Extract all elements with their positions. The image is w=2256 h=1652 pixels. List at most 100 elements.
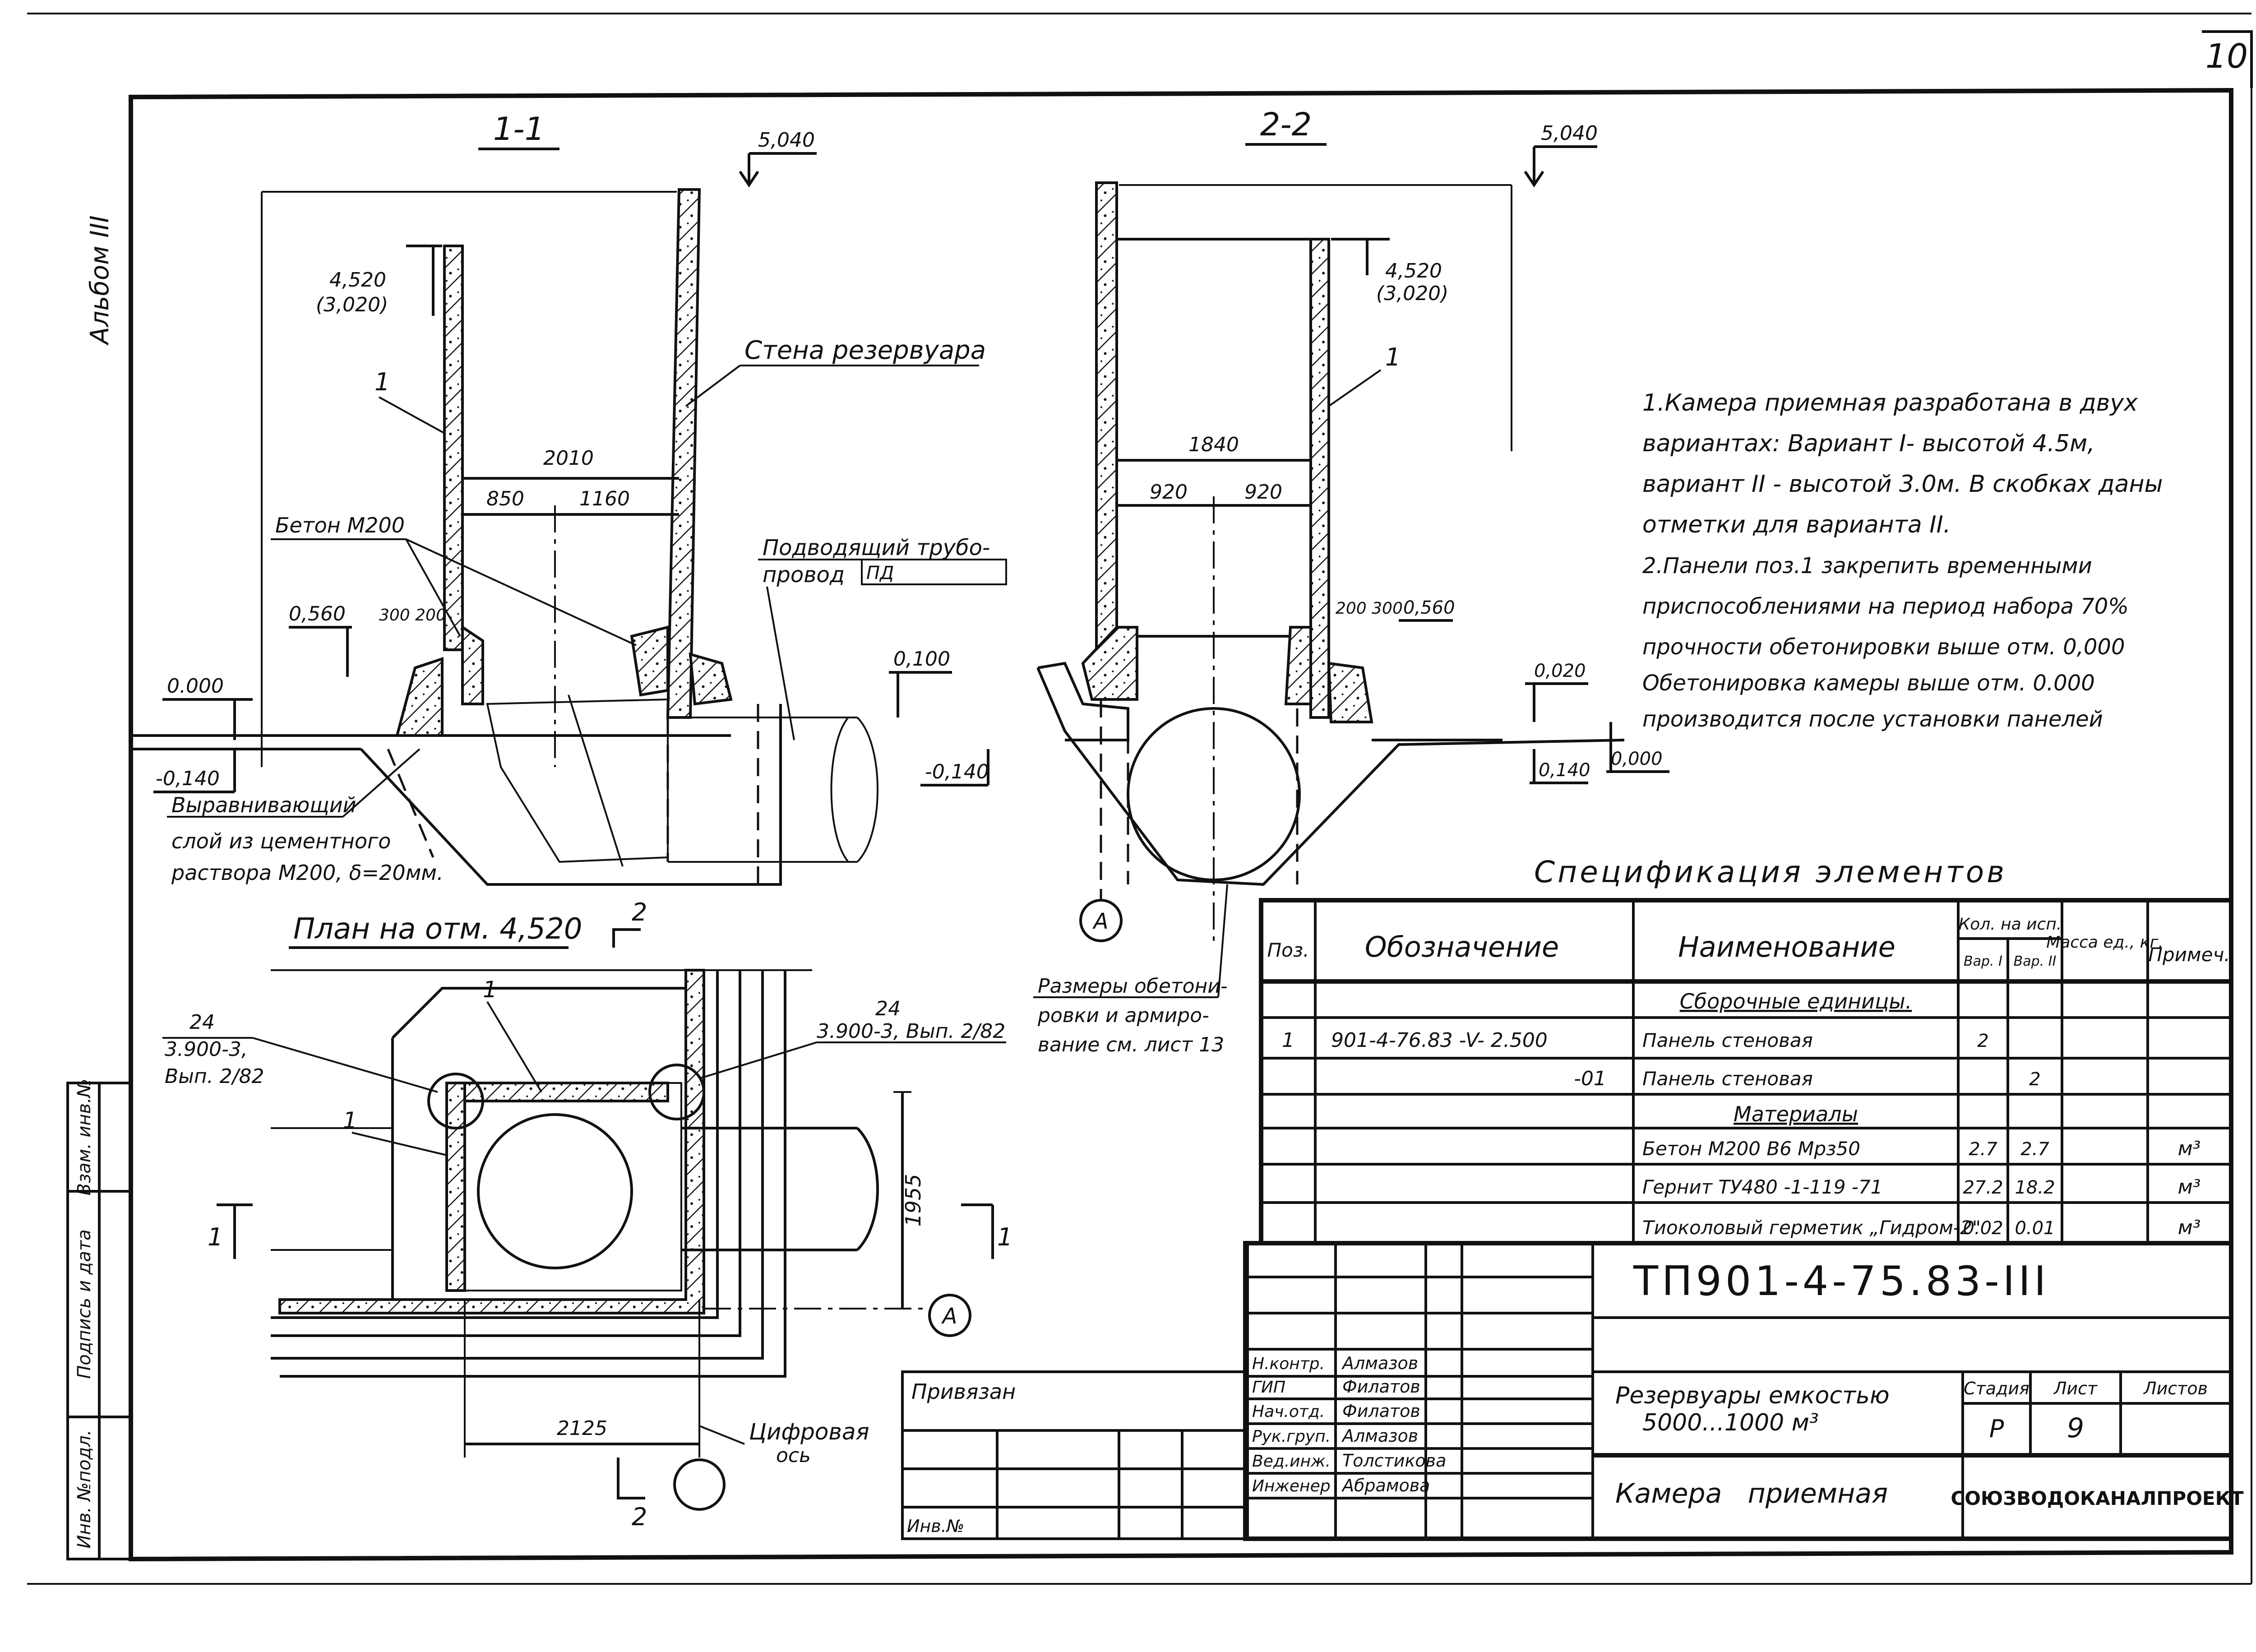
sec2-axis-mark: А [1092, 909, 1109, 934]
sec2-panel-num: 1 [1385, 343, 1401, 371]
sec1-panel-num: 1 [374, 368, 390, 396]
plan-cut-1-left: 1 [208, 1223, 223, 1251]
plan-digital-axis-2: ось [776, 1444, 811, 1467]
general-notes: 1.Камера приемная разработана в двух вар… [1642, 389, 2163, 732]
sec1-dim-right: 1160 [579, 487, 630, 510]
sec1-elev-0100: 0,100 [893, 648, 950, 671]
spec-row-designation: 901-4-76.83 -V- 2.500 [1331, 1029, 1548, 1052]
plan-ref-left-2: Вып. 2/82 [165, 1065, 264, 1088]
spec-row-var2: 0.01 [2015, 1218, 2055, 1239]
spec-hdr-var2: Вар. II [2014, 953, 2057, 969]
spec-row-name: Бетон М200 В6 Мрз50 [1642, 1138, 1860, 1160]
sec1-elev-variant-alt: (3,020) [316, 293, 388, 316]
spec-hdr-pos: Поз. [1267, 939, 1309, 961]
tb-role: Инженер [1252, 1477, 1331, 1495]
spec-row-designation: -01 [1574, 1067, 1606, 1090]
spec-table: Спецификация элементов Поз. Обозначение … [1259, 855, 2233, 1245]
plan-view: План на отм. 4,520 2 1 1 24 3.900-3, [162, 898, 1012, 1531]
note-line-6: приспособлениями на период набора 70% [1642, 594, 2129, 619]
spec-row-name: Панель стеновая [1642, 1068, 1813, 1090]
spec-row-name: Панель стеновая [1642, 1029, 1813, 1051]
tb-role-name: Алмазов [1341, 1353, 1418, 1373]
tb-inv-no: Инв.№ [907, 1516, 964, 1536]
spec-hdr-qty: Кол. на исп. [1959, 915, 2062, 934]
plan-cut-mark-bottom: 2 [632, 1503, 647, 1531]
tb-bound: Привязан [911, 1379, 1016, 1404]
plan-title: План на отм. 4,520 [293, 912, 582, 946]
stamp-inv-orig: Инв. №подл. [74, 1430, 95, 1548]
plan-panel-1b: 1 [343, 1107, 357, 1134]
spec-row-var1: 2 [1977, 1031, 1988, 1051]
spec-rows: Сборочные единицы. 1 901-4-76.83 -V- 2.500… [1282, 989, 2201, 1239]
inlet-pipe-elbow [486, 698, 669, 863]
spec-row-note: м³ [2178, 1216, 2201, 1239]
sec2-panel-right [1309, 238, 1330, 719]
plan-panel-left [445, 1082, 466, 1292]
tb-role: ГИП [1252, 1378, 1285, 1397]
spec-hdr-name: Наименование [1678, 930, 1895, 963]
sec2-elev-0140: 0,140 [1539, 760, 1590, 781]
title-block: Привязан Инв.№ ТП901-4-75.83-III Н.контр… [901, 1241, 2244, 1541]
sec2-note-3: вание см. лист 13 [1038, 1033, 1224, 1056]
spec-row-note: м³ [2178, 1175, 2201, 1199]
spec-row-var1: 2.7 [1969, 1139, 1997, 1160]
note-line-4: отметки для варианта II. [1642, 511, 1951, 538]
spec-row-note: м³ [2178, 1137, 2201, 1160]
note-line-5: 2.Панели поз.1 закрепить временными [1642, 553, 2092, 578]
tb-role-name: Абрамова [1341, 1476, 1430, 1495]
tb-sheet-hdr: Лист [2053, 1379, 2098, 1398]
sec2-elev-0000: 0,000 [1611, 749, 1663, 769]
sec2-haunch-right [1284, 626, 1312, 705]
wall-panel-left [443, 245, 464, 651]
spec-hdr-mass: Масса ед., кг. [2046, 933, 2164, 952]
sec2-dim-200-300: 200 300 [1336, 599, 1403, 618]
tb-sheets-hdr: Листов [2143, 1379, 2208, 1398]
sec1-pipe-label-1: Подводящий трубо- [763, 535, 990, 560]
sec2-elev-variant: 4,520 [1385, 259, 1442, 282]
tb-doc-code: ТП901-4-75.83-III [1633, 1258, 2049, 1305]
plan-axis-mark: А [941, 1304, 957, 1329]
tb-role-name: Алмазов [1341, 1426, 1418, 1446]
spec-row-var2: 2.7 [2020, 1139, 2049, 1160]
spec-row-var1: 0.02 [1963, 1218, 2003, 1239]
spec-row-name: Гернит ТУ480 -1-119 -71 [1642, 1176, 1882, 1198]
sec2-wall-left [1095, 181, 1118, 696]
album-label: Альбом III [85, 215, 115, 346]
sec1-level-layer-2: слой из цементного [171, 829, 391, 853]
plan-dim-2125: 2125 [557, 1417, 607, 1440]
note-line-9: производится после установки панелей [1642, 707, 2103, 732]
side-stamp [66, 1082, 132, 1560]
sec2-dim-width: 1840 [1188, 433, 1239, 456]
plan-panel-1a: 1 [483, 976, 497, 1003]
note-line-7: прочности обетонировки выше отм. 0,000 [1642, 634, 2125, 660]
tb-role-name: Филатов [1342, 1377, 1420, 1397]
plan-panel-top [463, 1082, 669, 1102]
plan-dim-1955: 1955 [901, 1174, 925, 1226]
spec-row-var2: 18.2 [2015, 1177, 2055, 1198]
tb-role-name: Толстикова [1342, 1451, 1446, 1471]
sec1-pipe-label-2: провод [763, 562, 845, 588]
spec-row-pos: 1 [1282, 1029, 1294, 1052]
sec1-elev-top: 5,040 [758, 129, 815, 152]
plan-ref-right-num: 24 [875, 997, 901, 1020]
sec1-level-layer-3: раствора М200, δ=20мм. [171, 861, 444, 885]
stamp-sign-date: Подпись и дата [74, 1229, 95, 1379]
sheet-number: 10 [2205, 37, 2248, 76]
spec-row-name: Сборочные единицы. [1680, 989, 1912, 1013]
note-line-1: 1.Камера приемная разработана в двух [1642, 389, 2138, 416]
spec-hdr-note: Примеч. [2148, 944, 2230, 966]
tb-sheet: 9 [2067, 1412, 2084, 1444]
concrete-haunch-ext [395, 657, 444, 737]
sec1-elev-variant: 4,520 [329, 268, 386, 292]
sec2-elev-0560: 0,560 [1403, 597, 1455, 618]
sheet-frame [27, 13, 2253, 1585]
spec-row-name: Тиоколовый герметик „Гидром-2" [1642, 1217, 1981, 1239]
sec2-haunch-ext [1327, 662, 1373, 723]
tb-role: Вед.инж. [1252, 1452, 1331, 1471]
spec-hdr-var1: Вар. I [1964, 953, 2002, 969]
spec-row-name: Материалы [1734, 1102, 1858, 1126]
sec1-elev-m0140-l: -0,140 [156, 767, 220, 790]
concrete-collar [689, 652, 733, 706]
tb-object-1: Резервуары емкостью [1615, 1382, 1890, 1409]
